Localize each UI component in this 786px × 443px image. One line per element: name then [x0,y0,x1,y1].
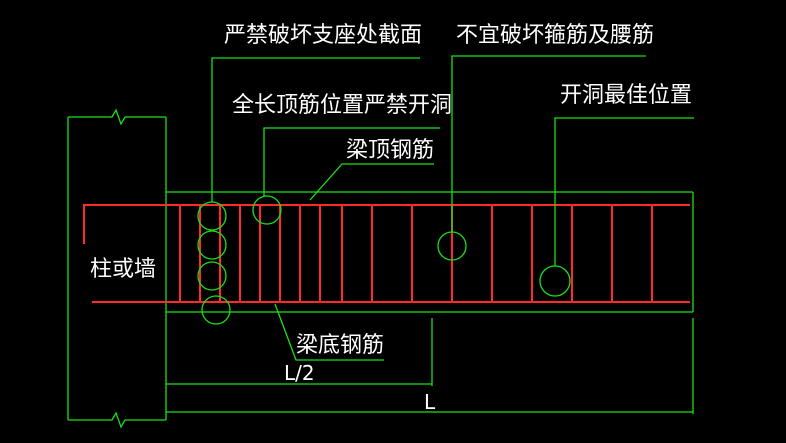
beam-top-rebar [83,204,690,244]
label-span: L [424,390,436,414]
leader-lines [211,55,694,361]
label-beam-bottom-bar: 梁底钢筋 [296,333,384,358]
best-opening-circle [539,265,571,297]
column-wall-outline [67,108,167,429]
top-bar-opening-circle [252,195,282,225]
beam-outline [166,191,694,313]
label-no-hoop-waist: 不宜破坏箍筋及腰筋 [456,23,654,48]
label-beam-top-bar: 梁顶钢筋 [346,138,434,163]
label-best-position: 开洞最佳位置 [560,83,692,108]
label-no-damage-support: 严禁破坏支座处截面 [224,23,422,48]
dimension-lines [166,318,694,414]
stirrups [179,205,653,302]
label-half-span: L/2 [284,361,315,385]
label-column-wall: 柱或墙 [90,257,156,282]
label-full-top-bar: 全长顶筋位置严禁开洞 [232,93,452,118]
support-zone-circles [197,201,231,325]
